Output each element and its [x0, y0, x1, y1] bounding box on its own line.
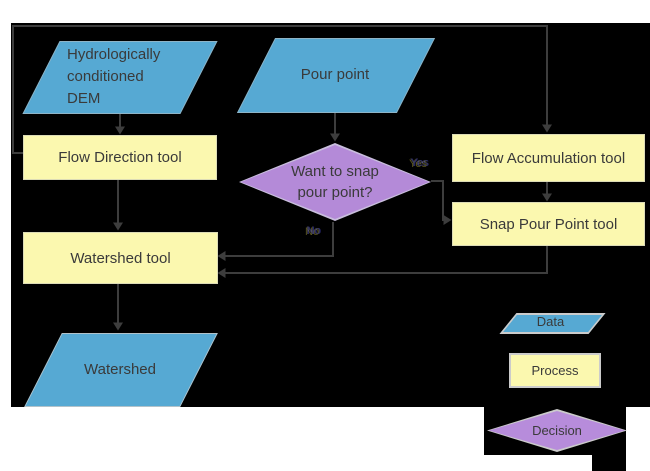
- node-watershed-tool: Watershed tool: [23, 232, 218, 284]
- node-dem-label: Hydrologically conditioned DEM: [67, 45, 161, 107]
- edge-label-no: No: [306, 225, 321, 237]
- node-flow-direction: Flow Direction tool: [23, 135, 217, 180]
- node-flow-accumulation: Flow Accumulation tool: [452, 134, 645, 182]
- edge-label-yes: Yes: [410, 157, 428, 169]
- legend-data-label: Data: [536, 314, 565, 329]
- legend-decision-label: Decision: [532, 423, 582, 438]
- legend-process: Process: [509, 353, 601, 388]
- node-decision-label: Want to snap pour point?: [291, 163, 379, 201]
- node-watershed-label: Watershed: [84, 360, 156, 378]
- node-pour-point-label: Pour point: [300, 66, 370, 83]
- node-snap-pour-point: Snap Pour Point tool: [452, 202, 645, 246]
